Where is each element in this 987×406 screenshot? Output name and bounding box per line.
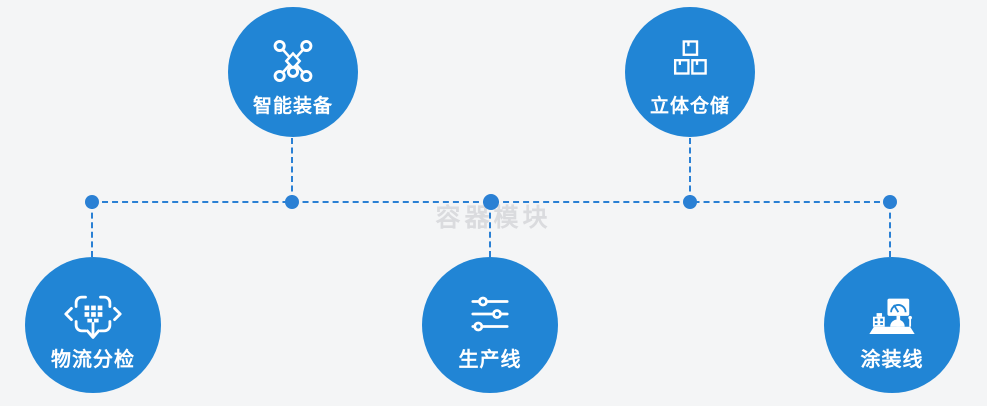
node-logistics-sorting: 物流分检 [25,257,161,393]
junction-dot [85,195,99,209]
junction-dot [683,195,697,209]
node-label: 涂装线 [860,348,924,371]
node-label: 智能装备 [252,96,333,117]
junction-dot [483,194,499,210]
node-vertical-warehouse: 立体仓储 [625,7,755,137]
machine-icon [863,285,921,343]
junction-dot [285,195,299,209]
node-production-line: 生产线 [422,257,558,393]
node-painting-line: 涂装线 [824,257,960,393]
network-icon [266,32,320,90]
sliders-icon [465,285,515,343]
node-label: 生产线 [458,348,522,371]
vertical-connector-smart-equipment [291,138,293,201]
boxes-icon [665,32,715,90]
junction-dot [883,195,897,209]
vertical-connector-production [489,203,491,257]
node-label: 物流分检 [51,348,135,371]
vertical-connector-warehouse [689,138,691,201]
vertical-connector-painting [889,203,891,257]
node-smart-equipment: 智能装备 [228,7,358,137]
sort-arrows-icon [63,285,123,343]
node-label: 立体仓储 [649,96,730,117]
vertical-connector-logistics [91,203,93,257]
